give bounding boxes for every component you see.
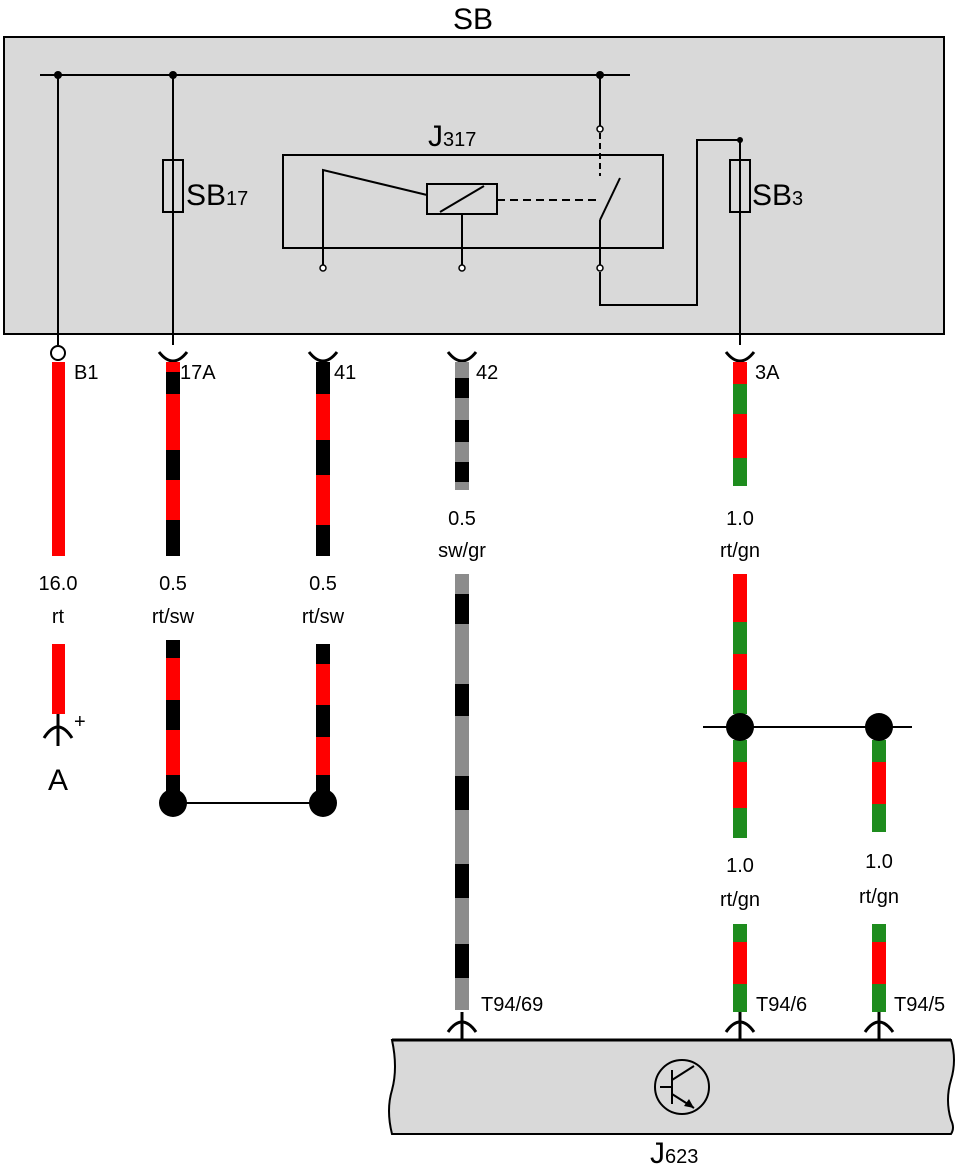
- wire-42-color: sw/gr: [438, 540, 486, 562]
- wire-17a-size: 0.5: [159, 573, 187, 595]
- pin-42-label: 42: [476, 362, 498, 384]
- wire-17a-segment: [166, 640, 180, 800]
- splice-41: [309, 789, 337, 817]
- wire-41-color: rt/sw: [302, 606, 345, 628]
- wire-t94-6-size: 1.0: [726, 855, 754, 877]
- coil-wire-41: [322, 168, 428, 265]
- wire-3a-color: rt/gn: [720, 540, 760, 562]
- wire-t94-5-size: 1.0: [865, 851, 893, 873]
- j317-label: J317: [428, 120, 476, 153]
- sb3-label: SB3: [752, 179, 803, 212]
- pin-42-connector: [446, 351, 478, 363]
- wire-17a-color: rt/sw: [152, 606, 195, 628]
- wire-3a-segment: [733, 362, 747, 486]
- pin-t94-69-label: T94/69: [481, 994, 543, 1016]
- switch-to-sb3: [599, 139, 740, 306]
- wire-b1-size: 16.0: [39, 573, 78, 595]
- pin-t94-6-label: T94/6: [756, 994, 807, 1016]
- pin-41-label: 41: [334, 362, 356, 384]
- sb17-label: SB17: [186, 179, 248, 212]
- pin-3a-label: 3A: [755, 362, 780, 384]
- terminal-dots: [319, 125, 604, 272]
- pin-41-connector: [307, 351, 339, 363]
- wire-t94-5-segment: [872, 924, 886, 1012]
- pin-17a-label: 17A: [180, 362, 216, 384]
- plus-sign: +: [74, 711, 86, 733]
- wire-b1-color: rt: [52, 606, 65, 628]
- wire-t94-6-segment: [733, 740, 747, 838]
- pin-17a-connector: [157, 351, 189, 363]
- switch-blade: [599, 177, 621, 221]
- pin-b1-label: B1: [74, 362, 98, 384]
- wire-t94-6-segment: [733, 924, 747, 1012]
- wire-3a-segment: [733, 574, 747, 714]
- wire-41-segment: [316, 362, 330, 556]
- pin-b1-terminal: [50, 345, 66, 361]
- pin-3a-connector: [724, 351, 756, 363]
- wire-42-segment: [455, 362, 469, 490]
- wire-t94-5-segment: [872, 740, 886, 832]
- wire-41-segment: [316, 644, 330, 800]
- wire-42-size: 0.5: [448, 508, 476, 530]
- splice-17a: [159, 789, 187, 817]
- wire-3a-size: 1.0: [726, 508, 754, 530]
- wire-b1-segment: [52, 644, 65, 714]
- j623-label: J623: [650, 1137, 698, 1166]
- splice-t94-5-junction: [865, 713, 893, 741]
- wire-17a-segment: [166, 362, 180, 556]
- wire-t94-5-color: rt/gn: [859, 886, 899, 908]
- transistor-icon: [654, 1059, 710, 1115]
- wire-41-size: 0.5: [309, 573, 337, 595]
- wire-b1-segment: [52, 362, 65, 556]
- ground-a-label: A: [48, 764, 68, 797]
- splice-3a-junction: [726, 713, 754, 741]
- sb-title: SB: [453, 3, 493, 36]
- wire-42-segment: [455, 574, 469, 1010]
- wire-t94-6-color: rt/gn: [720, 889, 760, 911]
- pin-t94-5-label: T94/5: [894, 994, 945, 1016]
